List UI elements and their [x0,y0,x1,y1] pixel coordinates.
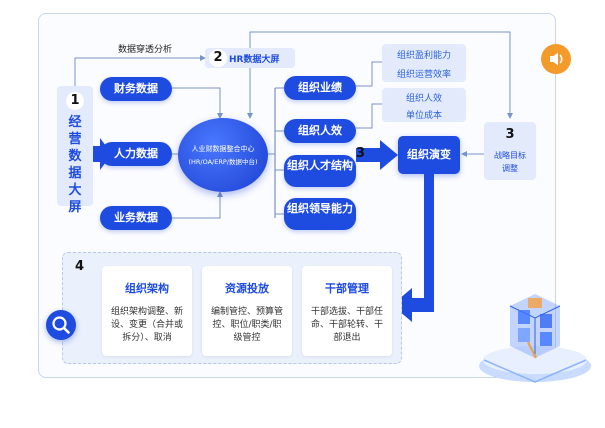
arrow-to-evolution [356,140,398,170]
card-resource-allocation-body: 编制管控、预算管控、职位/职类/职级管控 [210,307,283,343]
card-org-structure-title: 组织架构 [125,282,169,295]
card-cadre-management-body: 干部选拔、干部任命、干部轮转、干部退出 [310,307,383,343]
step-number-2: 2 [209,49,227,67]
step-number-4: 4 [75,259,85,274]
metric-efficiency: 组织人效 [284,119,356,143]
metric-notes-performance: 组织盈利能力 组织运营效率 [382,44,466,82]
source-finance: 财务数据 [100,77,172,101]
note-operational-efficiency: 组织运营效率 [396,70,451,80]
step-number-1: 1 [66,92,84,110]
card-cadre-management: 干部管理 干部选拔、干部任命、干部轮转、干部退出 [302,266,392,356]
hub-line1: 人业财数据整合中心 [191,145,255,153]
business-screen-box: 1 经营数据大屏 [57,86,93,215]
card-org-structure-body: 组织架构调整、新设、变更（合并或拆分）、取消 [110,307,183,343]
data-cube-icon [470,262,600,392]
metric-talent-structure: 组织人才结构 [284,155,356,187]
speaker-icon[interactable] [541,44,571,74]
card-org-structure: 组织架构 组织架构调整、新设、变更（合并或拆分）、取消 [102,266,192,356]
metric-notes-efficiency: 组织人效 单位成本 [382,88,466,122]
business-screen-title: 经营数据大屏 [68,115,82,215]
step-number-3b: 3 [505,127,515,142]
note-hr-efficiency: 组织人效 [405,94,442,104]
search-icon[interactable] [46,310,76,340]
card-resource-allocation-title: 资源投放 [225,282,269,295]
strategy-line2: 调整 [502,164,518,173]
card-cadre-management-title: 干部管理 [325,282,369,295]
source-business: 业务数据 [100,206,172,230]
hr-screen-title: HR数据大屏 [229,55,280,65]
hub-line2: (HR/OA/ERP/数据中台) [188,158,258,166]
metric-leadership: 组织领导能力 [284,198,356,230]
source-hr: 人力数据 [100,142,172,166]
note-profitability: 组织盈利能力 [396,51,451,61]
data-drilldown-label: 数据穿透分析 [118,45,173,55]
org-evolution-box: 组织演变 [398,136,460,174]
note-unit-cost: 单位成本 [405,111,442,121]
strategy-box: 3 战略目标 调整 [484,122,536,180]
card-resource-allocation: 资源投放 编制管控、预算管控、职位/职类/职级管控 [202,266,292,356]
metric-performance: 组织业绩 [284,76,356,100]
strategy-line1: 战略目标 [494,151,526,160]
hr-screen-box: 2 HR数据大屏 [205,48,295,68]
integration-hub: 人业财数据整合中心 (HR/OA/ERP/数据中台) [178,118,268,192]
step-number-3a: 3 [356,146,366,161]
